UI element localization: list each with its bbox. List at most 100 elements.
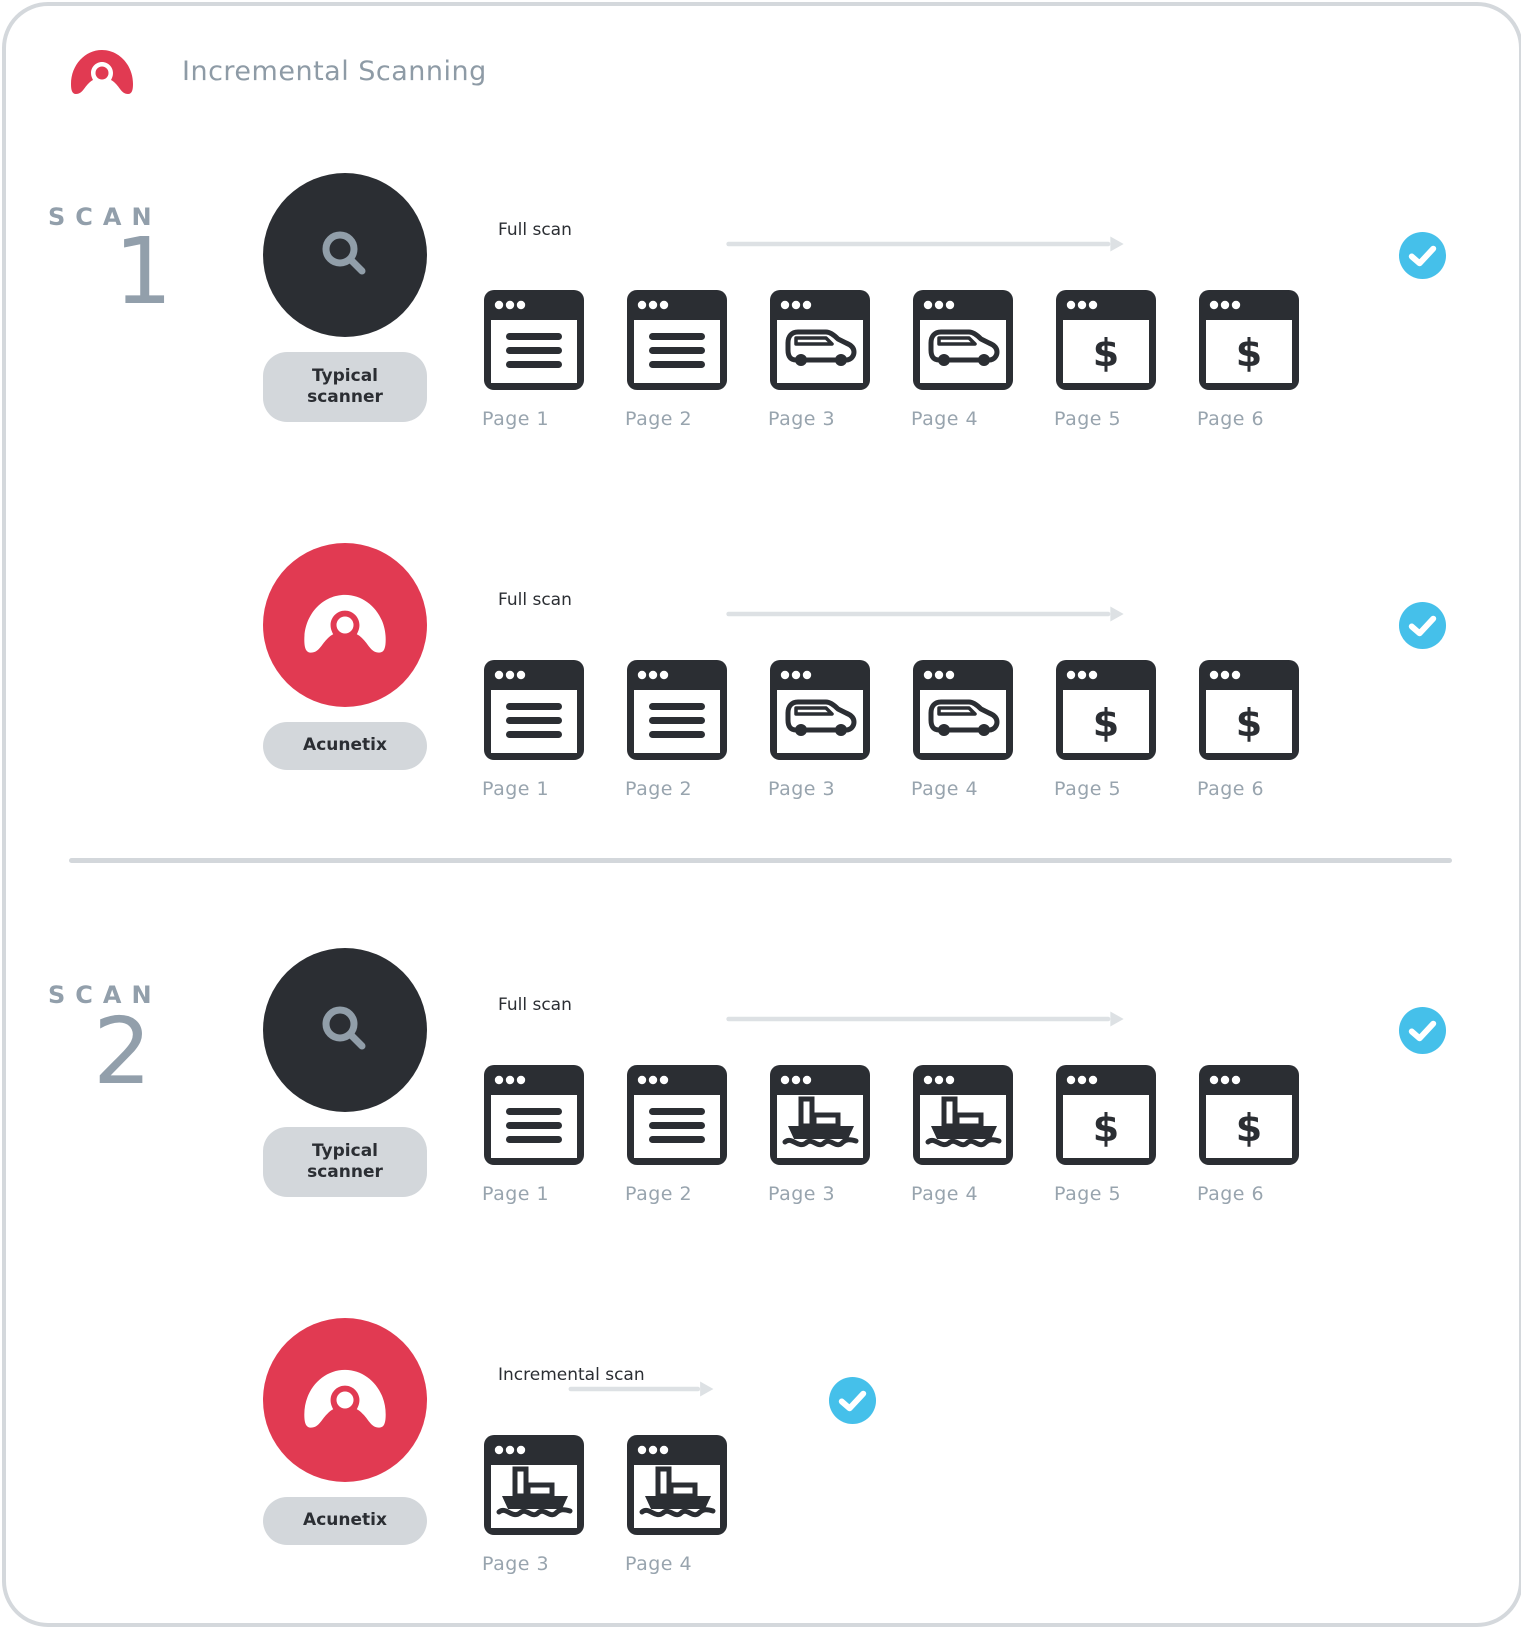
page-item: Page 2	[625, 658, 729, 800]
page-item: Page 1	[482, 658, 586, 800]
acunetix-logo-icon	[304, 1369, 386, 1428]
browser-page-ship-icon	[482, 1433, 586, 1537]
acunetix-logo-icon	[71, 50, 133, 94]
scan-2-label: SCAN	[48, 981, 162, 1009]
scan-1-number: 1	[114, 218, 173, 325]
page-label: Page 1	[482, 778, 550, 800]
page-label: Page 4	[911, 778, 979, 800]
page-item: Page 3	[768, 288, 872, 430]
browser-page-car-icon	[911, 658, 1015, 762]
search-icon	[322, 231, 366, 275]
page-item: Page 3	[482, 1433, 586, 1575]
acunetix-scanner-badge	[263, 543, 427, 707]
browser-page-dollar-icon: $	[1197, 658, 1301, 762]
page-item: Page 2	[625, 1063, 729, 1205]
page-label: Page 4	[625, 1553, 693, 1575]
page-item: $ Page 5	[1054, 658, 1158, 800]
svg-text:$: $	[1236, 1106, 1262, 1150]
typical-scanner-badge	[263, 173, 427, 337]
page-label: Page 6	[1197, 408, 1265, 430]
page-label: Page 5	[1054, 408, 1122, 430]
scan-type-label: Full scan	[498, 590, 572, 610]
browser-page-ship-icon	[768, 1063, 872, 1167]
page-title: Incremental Scanning	[182, 56, 487, 87]
page-item: $ Page 6	[1197, 288, 1301, 430]
scan-type-label: Full scan	[498, 995, 572, 1015]
scan-row: Acunetix Incremental scan Page	[0, 1318, 1521, 1618]
browser-page-car-icon	[768, 658, 872, 762]
browser-page-dollar-icon: $	[1197, 288, 1301, 392]
browser-page-ship-icon	[625, 1433, 729, 1537]
page-label: Page 2	[625, 778, 693, 800]
progress-arrow-icon	[726, 606, 1124, 622]
page-label: Page 1	[482, 408, 550, 430]
check-icon	[1398, 231, 1447, 280]
check-icon	[1398, 1006, 1447, 1055]
scan-type-label: Full scan	[498, 220, 572, 240]
svg-text:$: $	[1093, 1106, 1119, 1150]
acunetix-scanner-badge	[263, 1318, 427, 1482]
page-label: Page 3	[768, 778, 836, 800]
page-item: Page 1	[482, 288, 586, 430]
page-label: Page 2	[625, 408, 693, 430]
scan-1-label: SCAN	[48, 203, 162, 231]
browser-page-dollar-icon: $	[1054, 288, 1158, 392]
page-label: Page 4	[911, 408, 979, 430]
browser-page-dollar-icon: $	[1054, 1063, 1158, 1167]
scanner-name: Acunetix	[303, 1510, 387, 1531]
browser-page-text-lines-icon	[625, 288, 729, 392]
page-label: Page 5	[1054, 778, 1122, 800]
page-item: Page 1	[482, 1063, 586, 1205]
scan-type-label: Incremental scan	[498, 1365, 645, 1385]
scanner-pill: Acunetix	[263, 722, 427, 770]
scan-row: Acunetix Full scan Page 1	[0, 543, 1521, 843]
browser-page-dollar-icon: $	[1054, 658, 1158, 762]
browser-page-dollar-icon: $	[1197, 1063, 1301, 1167]
progress-arrow-icon	[726, 1011, 1124, 1027]
page-item: $ Page 5	[1054, 288, 1158, 430]
page-item: Page 4	[911, 1063, 1015, 1205]
page-label: Page 6	[1197, 1183, 1265, 1205]
page-label: Page 2	[625, 1183, 693, 1205]
search-icon	[322, 1006, 366, 1050]
typical-scanner-badge	[263, 948, 427, 1112]
scanner-name: Acunetix	[303, 735, 387, 756]
page-item: Page 4	[625, 1433, 729, 1575]
page-label: Page 6	[1197, 778, 1265, 800]
page-label: Page 3	[482, 1553, 550, 1575]
page-label: Page 4	[911, 1183, 979, 1205]
browser-page-text-lines-icon	[625, 658, 729, 762]
svg-text:$: $	[1093, 701, 1119, 745]
scan-2-number: 2	[93, 998, 152, 1105]
acunetix-logo-icon	[304, 594, 386, 653]
page-item: Page 4	[911, 288, 1015, 430]
browser-page-text-lines-icon	[482, 1063, 586, 1167]
page-label: Page 3	[768, 408, 836, 430]
check-icon	[828, 1376, 877, 1425]
browser-page-text-lines-icon	[482, 288, 586, 392]
browser-page-car-icon	[768, 288, 872, 392]
page-item: Page 4	[911, 658, 1015, 800]
browser-page-text-lines-icon	[482, 658, 586, 762]
page-label: Page 1	[482, 1183, 550, 1205]
page-item: Page 3	[768, 1063, 872, 1205]
page-label: Page 3	[768, 1183, 836, 1205]
browser-page-car-icon	[911, 288, 1015, 392]
progress-arrow-icon	[726, 236, 1124, 252]
svg-text:$: $	[1236, 701, 1262, 745]
progress-arrow-icon	[568, 1381, 714, 1397]
browser-page-ship-icon	[911, 1063, 1015, 1167]
browser-page-text-lines-icon	[625, 1063, 729, 1167]
check-icon	[1398, 601, 1447, 650]
svg-text:$: $	[1236, 331, 1262, 375]
scanner-pill: Acunetix	[263, 1497, 427, 1545]
page-item: Page 2	[625, 288, 729, 430]
section-divider	[69, 858, 1452, 863]
